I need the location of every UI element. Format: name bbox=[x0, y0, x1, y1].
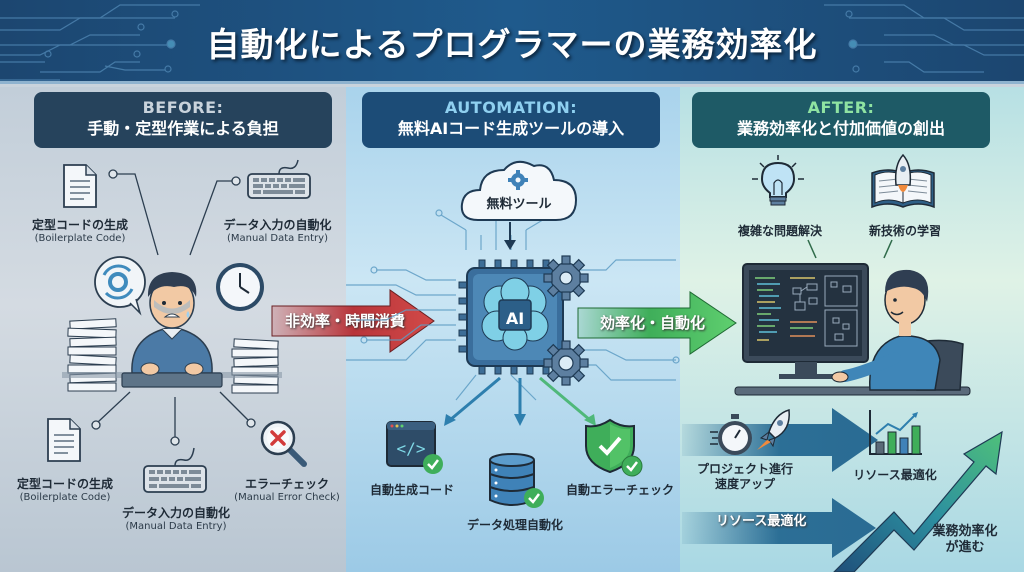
item-label: 定型コードの生成 bbox=[16, 477, 113, 491]
programmer-at-computer-illustration bbox=[734, 263, 971, 396]
output-label: 自動エラーチェック bbox=[565, 483, 674, 497]
lightbulb-icon bbox=[752, 155, 804, 206]
ai-chip-icon bbox=[458, 259, 564, 375]
item-sublabel: (Boilerplate Code) bbox=[19, 492, 111, 503]
stopwatch-icon bbox=[710, 414, 752, 455]
resource-arrow-label: リソース最適化 bbox=[716, 514, 807, 529]
cloud-label: 無料ツール bbox=[486, 197, 552, 212]
book-rocket-icon bbox=[871, 153, 935, 209]
item-label: エラーチェック bbox=[244, 477, 329, 491]
magnifier-error-icon bbox=[260, 420, 307, 467]
automation-subheading: 無料AIコード生成ツールの導入 bbox=[397, 119, 625, 138]
before-subheading: 手動・定型作業による負担 bbox=[87, 119, 279, 138]
download-arrow bbox=[504, 222, 516, 250]
growth-label-line2: が進む bbox=[945, 540, 985, 555]
growth-arrow bbox=[833, 430, 1003, 572]
efficiency-label: 効率化・自動化 bbox=[600, 314, 706, 332]
clock-icon bbox=[216, 263, 264, 311]
output-label: 自動生成コード bbox=[369, 483, 454, 497]
result-label: リソース最適化 bbox=[853, 468, 937, 482]
item-label: データ入力の自動化 bbox=[121, 506, 230, 520]
output-arrows bbox=[444, 376, 596, 426]
shield-check-icon bbox=[585, 418, 643, 477]
gear-icon bbox=[508, 170, 528, 190]
code-lines bbox=[755, 277, 817, 341]
gear-icon bbox=[543, 255, 589, 301]
bar-chart-icon bbox=[869, 410, 922, 455]
page-title: 自動化によるプログラマーの業務効率化 bbox=[206, 25, 818, 64]
paper-stack-left bbox=[67, 318, 117, 392]
cloud-icon bbox=[460, 160, 578, 221]
resource-arrow bbox=[682, 498, 876, 558]
rocket-icon bbox=[757, 409, 790, 450]
circuit-decoration-right bbox=[824, 4, 1024, 73]
idea-label: 複雑な問題解決 bbox=[737, 224, 822, 238]
item-sublabel: (Manual Data Entry) bbox=[125, 521, 227, 532]
inefficiency-label: 非効率・時間消費 bbox=[285, 312, 406, 330]
output-label: データ処理自動化 bbox=[466, 518, 563, 532]
code-window-icon: </> bbox=[386, 421, 443, 474]
result-label-line1: プロジェクト進行 bbox=[696, 462, 793, 476]
inefficiency-arrow bbox=[271, 289, 435, 353]
item-label: データ入力の自動化 bbox=[223, 218, 332, 232]
before-heading: BEFORE: bbox=[142, 98, 224, 117]
automation-heading-box: AUTOMATION: 無料AIコード生成ツールの導入 bbox=[362, 92, 660, 148]
stressed-programmer-illustration bbox=[62, 256, 282, 394]
after-subheading: 業務効率化と付加価値の創出 bbox=[736, 119, 945, 138]
item-sublabel: (Manual Error Check) bbox=[234, 492, 340, 503]
header-banner bbox=[0, 0, 1024, 84]
item-sublabel: (Boilerplate Code) bbox=[34, 233, 126, 244]
automation-heading: AUTOMATION: bbox=[444, 98, 578, 117]
svg-text:</>: </> bbox=[397, 439, 426, 458]
before-connector-lines bbox=[91, 169, 256, 446]
before-heading-box: BEFORE: 手動・定型作業による負担 bbox=[34, 92, 332, 148]
after-heading-box: AFTER: 業務効率化と付加価値の創出 bbox=[692, 92, 990, 148]
keyboard-icon bbox=[143, 447, 207, 493]
document-icon bbox=[63, 164, 97, 208]
database-icon bbox=[489, 453, 544, 508]
circuit-decoration-left bbox=[0, 4, 200, 81]
result-label-line2: 速度アップ bbox=[714, 477, 775, 491]
idea-connector-lines bbox=[807, 239, 893, 259]
growth-label-line1: 業務効率化 bbox=[932, 524, 998, 539]
process-bubble-icon bbox=[94, 256, 146, 316]
after-heading: AFTER: bbox=[807, 98, 875, 117]
keyboard-icon bbox=[247, 159, 311, 199]
idea-label: 新技術の学習 bbox=[868, 224, 941, 238]
item-label: 定型コードの生成 bbox=[31, 218, 128, 232]
efficiency-arrow bbox=[577, 291, 737, 355]
gear-icon bbox=[543, 340, 589, 386]
document-icon bbox=[47, 418, 81, 462]
ai-chip-label: AI bbox=[505, 309, 525, 328]
item-sublabel: (Manual Data Entry) bbox=[227, 233, 328, 244]
